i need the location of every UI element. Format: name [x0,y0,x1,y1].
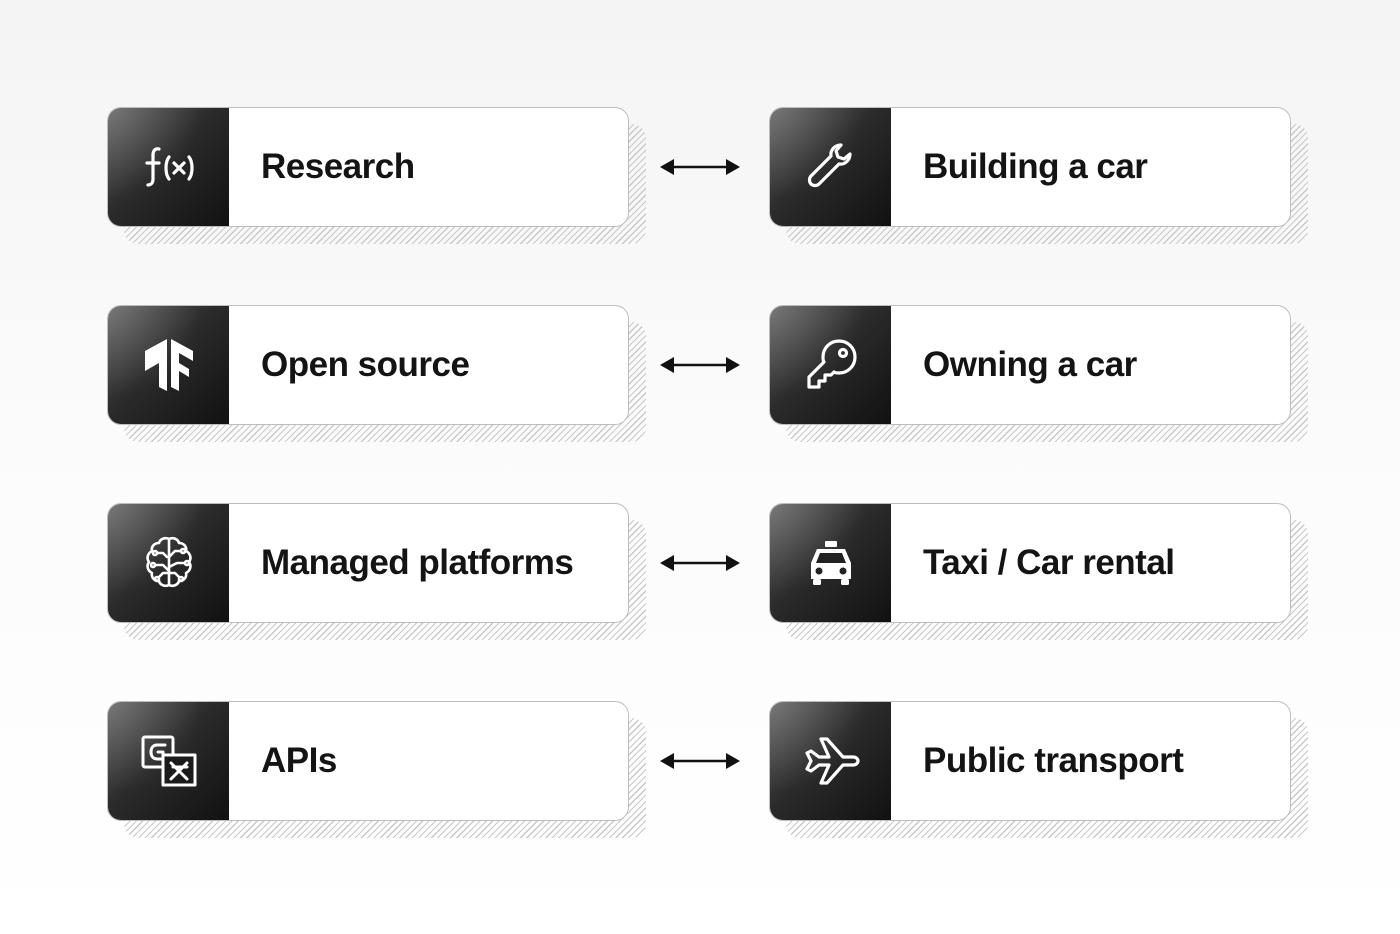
translate-icon [141,735,196,787]
card-box: Building a car [769,107,1291,227]
double-arrow-icon [660,551,740,575]
card-owning-a-car: Owning a car [769,305,1308,442]
card-box: Public transport [769,701,1291,821]
icon-tile [770,108,891,226]
tensorflow-logo-icon [144,339,193,391]
card-box: Taxi / Car rental [769,503,1291,623]
icon-tile [770,504,891,622]
airplane-icon [804,737,860,785]
icon-tile [108,108,229,226]
card-label: Research [261,147,415,186]
double-arrow-icon [660,749,740,773]
card-managed-platforms: Managed platforms [107,503,646,640]
icon-tile [770,702,891,820]
key-icon [806,339,857,389]
card-building-a-car: Building a car [769,107,1308,244]
card-label: APIs [261,741,337,780]
analogy-row: Open source Owning a car [0,305,1400,445]
brain-circuit-icon [145,536,192,588]
double-arrow-icon [660,155,740,179]
analogy-row: APIs Public transport [0,701,1400,841]
card-box: Research [107,107,629,227]
card-label: Public transport [923,741,1184,780]
card-box: Managed platforms [107,503,629,623]
icon-tile [108,306,229,424]
analogy-row: Managed platforms [0,503,1400,643]
card-label: Managed platforms [261,543,574,582]
card-box: Owning a car [769,305,1291,425]
function-icon [144,147,194,187]
icon-tile [108,504,229,622]
card-label: Owning a car [923,345,1137,384]
card-apis: APIs [107,701,646,838]
taxi-icon [810,541,851,585]
card-label: Building a car [923,147,1148,186]
card-box: APIs [107,701,629,821]
card-label: Taxi / Car rental [923,543,1175,582]
icon-tile [108,702,229,820]
icon-tile [770,306,891,424]
card-box: Open source [107,305,629,425]
card-label: Open source [261,345,470,384]
analogy-row: Research Building a car [0,107,1400,247]
card-research: Research [107,107,646,244]
card-open-source: Open source [107,305,646,442]
double-arrow-icon [660,353,740,377]
wrench-icon [807,143,852,188]
card-public-transport: Public transport [769,701,1308,838]
card-taxi-car-rental: Taxi / Car rental [769,503,1308,640]
